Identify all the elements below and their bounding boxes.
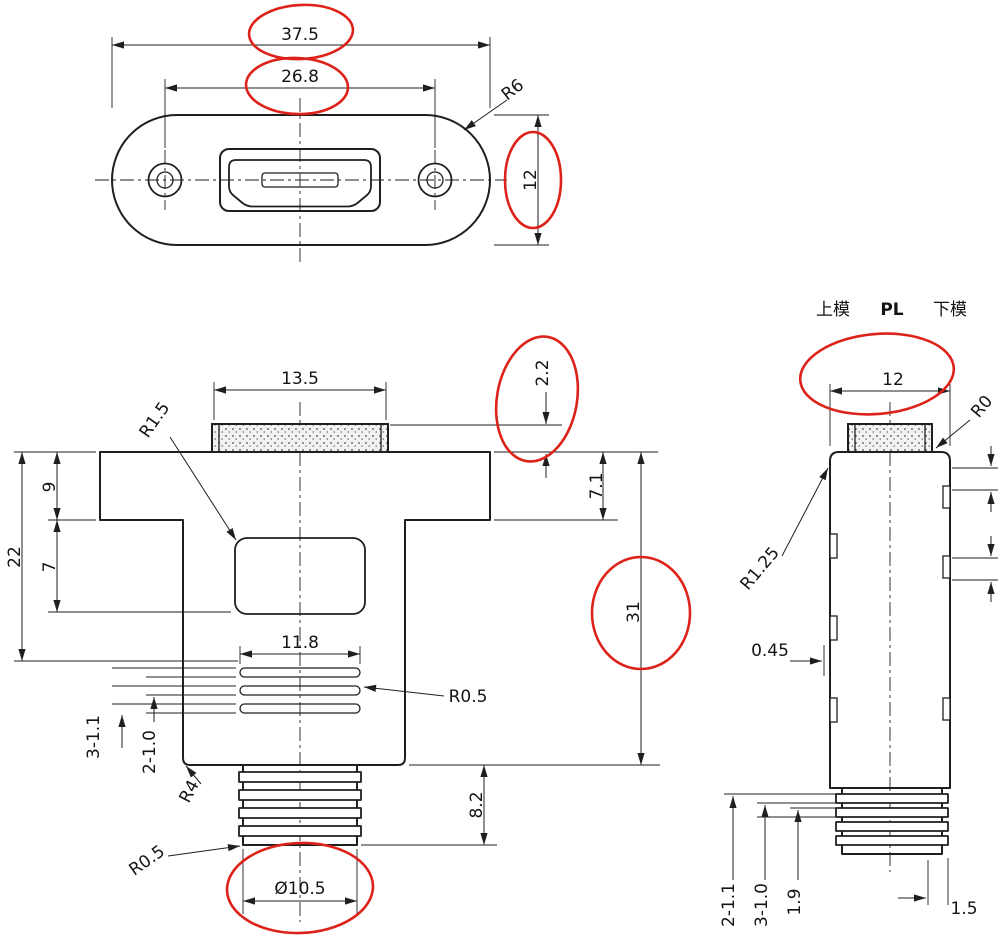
dim-flange-thickness: 9 — [40, 482, 60, 493]
body-outline — [99, 451, 491, 766]
bottom-extension-lines — [724, 793, 838, 818]
latch-notch — [829, 533, 838, 559]
dim-upper-height-lines: 22 — [5, 452, 26, 661]
hdmi-port — [219, 148, 381, 212]
dim-overall-width: 37.5 — [281, 25, 319, 45]
side-tail-section — [835, 787, 949, 855]
dim-rib-pitch: 1.9 — [785, 888, 805, 915]
dim-latch-depth: 0.45 — [751, 641, 789, 661]
dim-vent-rib-spec: 2-1.0 — [140, 730, 160, 774]
screw-hole-right — [417, 162, 453, 198]
dim-vent-rib-spec-lines: 2-1.0 — [140, 697, 160, 774]
dim-cavity-height-lines: 7 — [40, 520, 61, 612]
latch-notch — [829, 615, 838, 641]
highlight-body-height — [590, 555, 692, 671]
dim-rib-spec-a-lines: 2-1.1 — [719, 796, 739, 927]
dim-cavity-radius: R1.5 — [136, 398, 175, 441]
dim-vent-slot-spec-lines: 3-1.1 — [84, 715, 126, 759]
dim-rib-spec-b: 3-1.0 — [752, 883, 772, 927]
inner-cavity — [234, 537, 366, 615]
dim-edge-offset-lines: 1.5 — [898, 858, 978, 919]
dim-plate-height: 12 — [521, 169, 541, 191]
dim-shell-width-lines: 13.5 — [213, 369, 387, 420]
dim-shell-protrusion-lines: 2.2 — [390, 359, 658, 478]
dim-cavity-height: 7 — [40, 562, 60, 573]
label-parting-line: PL — [880, 300, 903, 320]
dim-side-width-lines: 12 — [829, 370, 951, 446]
highlight-side-width — [798, 332, 956, 416]
dim-tail-height-lines: 8.2 — [361, 764, 660, 846]
dim-plate-height-lines: 12 — [494, 114, 549, 246]
dim-tail-diameter: Ø10.5 — [274, 879, 325, 899]
dim-shell-protrusion: 2.2 — [533, 359, 553, 386]
dim-vent-slot-spec: 3-1.1 — [84, 715, 104, 759]
dim-corner-radius: R6 — [498, 75, 528, 105]
dim-side-corner-radius: R1.25 — [737, 543, 784, 594]
highlight-tail-diameter — [225, 841, 375, 935]
hdmi-shell — [211, 423, 389, 453]
side-body-outline — [829, 451, 951, 789]
right-edge-cutoff-dims — [952, 446, 998, 602]
dim-overall-width-lines: 37.5 — [111, 25, 491, 108]
dim-rib-pitch-lines: 1.9 — [785, 810, 805, 916]
dim-tail-diameter-lines: Ø10.5 — [242, 849, 358, 914]
tail-section — [238, 764, 362, 846]
dim-step-radius: R4 — [175, 777, 203, 806]
dim-rib-spec-a: 2-1.1 — [719, 883, 739, 927]
dim-hole-spacing-lines: 26.8 — [164, 67, 436, 148]
dim-vent-width-lines: 11.8 — [239, 633, 361, 664]
dim-tail-radius: R0.5 — [125, 842, 168, 881]
highlight-plate-height — [503, 130, 563, 230]
latch-notch — [942, 485, 951, 509]
label-upper-mold: 上模 — [816, 300, 850, 320]
dim-side-width: 12 — [882, 370, 904, 390]
dim-vent-width: 11.8 — [281, 633, 319, 653]
hdmi-shell-side — [847, 423, 933, 453]
mold-labels: 上模 PL 下模 — [816, 300, 967, 320]
dim-vent-radius-leader: R0.5 — [363, 684, 488, 707]
dim-upper-height: 22 — [5, 546, 25, 568]
dim-rib-spec-b-lines: 3-1.0 — [752, 805, 772, 927]
dim-step-radius-leader: R4 — [175, 765, 204, 806]
vent-extension-lines — [112, 667, 236, 714]
dim-edge-radius: R0 — [967, 392, 997, 422]
dim-shell-width: 13.5 — [281, 369, 319, 389]
highlight-hole-spacing — [244, 56, 350, 116]
dim-flange-depth: 7.1 — [587, 472, 607, 499]
dim-cavity-radius-leader: R1.5 — [136, 398, 237, 541]
top-view: 37.5 26.8 R6 12 — [95, 25, 549, 262]
dim-latch-depth-lines: 0.45 — [751, 641, 825, 676]
dim-body-height-lines: 31 — [624, 452, 645, 765]
dim-edge-offset: 1.5 — [950, 899, 977, 919]
vent-slots — [239, 667, 361, 714]
highlight-shell-protrusion — [494, 335, 580, 463]
side-view: 上模 PL 下模 12 — [719, 300, 998, 927]
screw-hole-left — [147, 162, 183, 198]
latch-notch — [829, 697, 838, 723]
dim-flange-thickness-lines: 9 — [40, 452, 61, 520]
dim-vent-radius: R0.5 — [449, 687, 488, 707]
dim-edge-radius-leader: R0 — [935, 392, 997, 449]
centerlines — [95, 98, 507, 262]
dim-tail-radius-leader: R0.5 — [125, 842, 241, 881]
dim-body-height: 31 — [624, 601, 644, 623]
dim-corner-radius-leader: R6 — [463, 75, 528, 131]
dim-tail-height: 8.2 — [467, 791, 487, 818]
latch-notch — [942, 555, 951, 579]
dim-hole-spacing: 26.8 — [281, 67, 319, 87]
label-lower-mold: 下模 — [933, 300, 967, 320]
dim-side-corner-radius-leader: R1.25 — [737, 467, 829, 594]
latch-notch — [942, 697, 951, 721]
red-highlights — [225, 3, 956, 935]
dim-flange-depth-lines: 7.1 — [494, 452, 618, 521]
